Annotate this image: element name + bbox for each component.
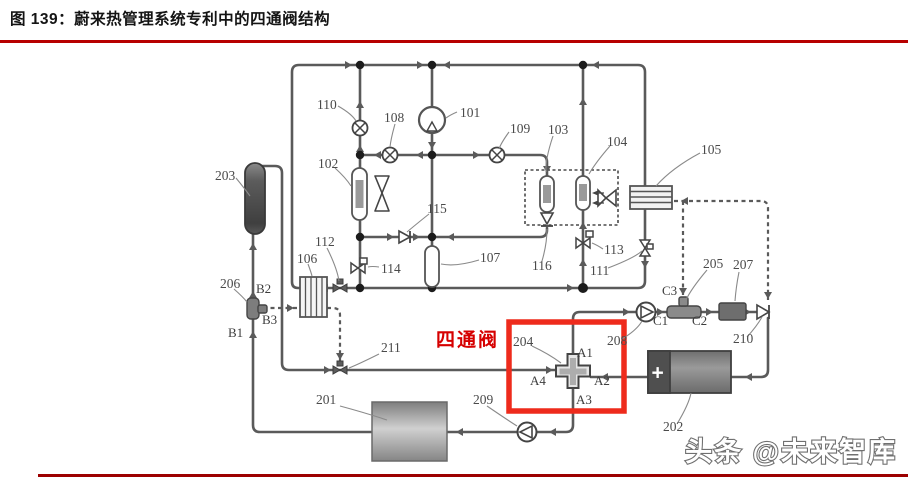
cabin-hvac-dashed-box [524, 169, 619, 226]
valve-211-icon [332, 360, 348, 375]
figure-title: 图 139：蔚来热管理系统专利中的四通阀结构 [10, 11, 331, 28]
label-205: 205 [703, 256, 724, 271]
label-port-c1: C1 [653, 313, 668, 328]
label-port-a2: A2 [594, 373, 610, 388]
label-port-a1: A1 [577, 345, 593, 360]
pipe-105-210-dashed [674, 199, 770, 300]
heat-exchanger-102-icon [351, 167, 368, 221]
four-way-valve-highlight-label: 四通阀 [436, 328, 499, 351]
fan-102-icon [374, 175, 390, 212]
battery-202-icon: + [647, 350, 732, 394]
battery-pack-201-icon [371, 401, 448, 462]
label-port-b3: B3 [262, 312, 277, 327]
label-115: 115 [427, 201, 447, 216]
junction-dots [355, 60, 588, 293]
label-105: 105 [701, 142, 722, 157]
radiator-105-icon [629, 185, 673, 210]
compressor-101-icon [417, 105, 447, 135]
reference-labels: 110 108 101 109 103 104 105 102 203 115 … [215, 97, 754, 434]
accumulator-107-icon [424, 245, 440, 288]
four-way-valve-204-icon [555, 353, 591, 389]
label-101: 101 [460, 105, 480, 120]
label-114: 114 [381, 261, 401, 276]
label-202: 202 [663, 419, 683, 434]
label-port-a3: A3 [576, 392, 592, 407]
label-108: 108 [384, 110, 405, 125]
valve-113-icon [575, 230, 594, 250]
pipe-116-return [430, 226, 549, 239]
label-102: 102 [318, 156, 338, 171]
pipe-111-to-bottomline [581, 253, 647, 290]
pipe-203-a4 [255, 164, 557, 372]
fan-104-icon [592, 188, 617, 208]
label-206: 206 [220, 276, 241, 291]
watermark-text: 头条 @未来智库 [685, 437, 897, 467]
label-211: 211 [381, 340, 401, 355]
receiver-203-icon [244, 162, 266, 235]
check-valve-116-icon [539, 212, 555, 227]
pump-208-icon [635, 301, 657, 323]
pipe-210-battery [729, 316, 770, 379]
chiller-106-icon [299, 276, 328, 318]
title-underline [0, 40, 908, 43]
label-port-b1: B1 [228, 325, 243, 340]
label-208: 208 [607, 333, 628, 348]
check-valve-115-icon [398, 229, 412, 245]
pipe-106-riser-toprail [290, 63, 647, 290]
label-201: 201 [316, 392, 336, 407]
valve-112-icon [332, 278, 348, 293]
label-113: 113 [604, 242, 624, 257]
label-112: 112 [315, 234, 335, 249]
four-way-valve-highlight-box [506, 319, 627, 414]
valve-108-icon [381, 146, 399, 164]
label-port-c2: C2 [692, 313, 707, 328]
valve-114-icon [350, 257, 368, 275]
valve-110-icon [351, 119, 369, 137]
label-203: 203 [215, 168, 236, 183]
pipe-201-b1 [251, 317, 374, 434]
label-209: 209 [473, 392, 494, 407]
label-107: 107 [480, 250, 501, 265]
label-port-c3: C3 [662, 283, 677, 298]
label-210: 210 [733, 331, 754, 346]
valve-206-icon [246, 297, 268, 320]
label-204: 204 [513, 334, 534, 349]
label-104: 104 [607, 134, 628, 149]
label-port-a4: A4 [530, 373, 546, 388]
pipe-106-211-dashed [327, 306, 342, 362]
valve-111-icon [638, 239, 654, 257]
heater-207-icon [718, 302, 747, 321]
pipe-mid-horizontal [358, 153, 549, 178]
label-103: 103 [548, 122, 569, 137]
pipe-a1-coolant [571, 310, 759, 355]
heat-exchanger-103-icon [539, 175, 555, 213]
heat-exchanger-104-icon [575, 175, 591, 211]
label-109: 109 [510, 121, 531, 136]
components: + [244, 105, 771, 462]
pipe-a3-pump [445, 387, 575, 434]
label-111: 111 [590, 263, 609, 278]
label-207: 207 [733, 257, 754, 272]
label-110: 110 [317, 97, 337, 112]
flow-arrows [249, 61, 772, 436]
label-116: 116 [532, 258, 552, 273]
pump-209-icon [516, 421, 538, 443]
battery-plus-sign: + [652, 362, 664, 385]
bottom-rule [38, 474, 908, 477]
label-106: 106 [297, 251, 318, 266]
valve-210-icon [756, 303, 771, 321]
valve-109-icon [488, 146, 506, 164]
leader-lines [233, 105, 763, 427]
label-port-b2: B2 [256, 281, 271, 296]
